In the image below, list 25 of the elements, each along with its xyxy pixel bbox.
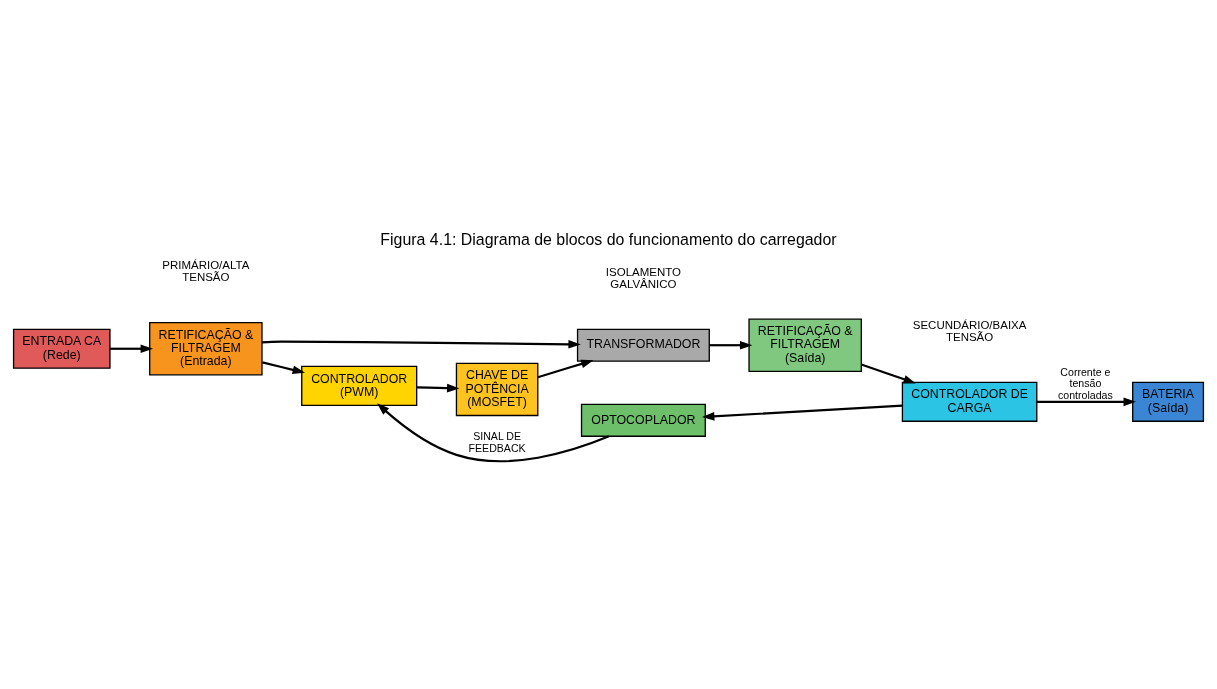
node-box: OPTOCOPLADOR [580,403,706,437]
arrow [110,343,153,353]
node-box: RETIFICAÇÃO & FILTRAGEM (Entrada) [149,321,263,375]
arrow [417,383,460,392]
node-box: CHAVE DE POTÊNCIA (MOSFET) [455,362,539,416]
arrow [861,362,916,383]
node-box: RETIFICAÇÃO & FILTRAGEM (Saída) [748,317,862,372]
arrow [262,360,305,374]
arrow [701,404,903,421]
node-box: CONTROLADOR DE CARGA [901,381,1038,422]
arrow [709,340,753,350]
arrow [376,402,610,462]
edge-label: SINAL DE FEEDBACK [468,429,526,454]
node-box: TRANSFORMADOR [576,328,710,362]
label: PRIMÁRIO/ALTA TENSÃO [162,258,250,283]
node-box: ENTRADA CA (Rede) [12,328,111,369]
label: SECUNDÁRIO/BAIXA TENSÃO [912,318,1027,343]
arrow [1036,396,1136,406]
label: ISOLAMENTO GALVÂNICO [605,265,681,290]
node-box: BATERIA (Saída) [1132,381,1205,422]
arrow [537,359,594,378]
arrow [261,339,581,349]
node-box: CONTROLADOR (PWM) [301,365,418,406]
edge-label: Corrente e tensão controladas [1058,365,1113,401]
diagram-title: Figura 4.1: Diagrama de blocos do funcionamento do carregador [380,230,837,248]
